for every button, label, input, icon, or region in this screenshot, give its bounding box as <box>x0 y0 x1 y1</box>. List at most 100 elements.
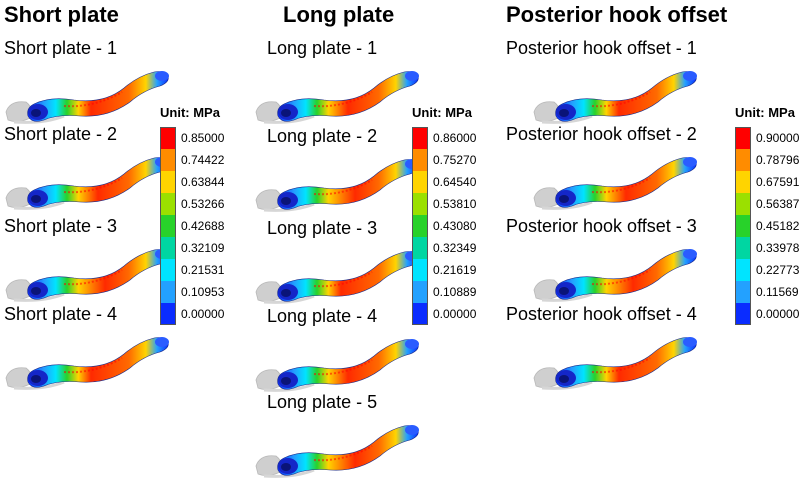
legend-swatch <box>412 303 428 325</box>
legend-tick-label: 0.63844 <box>181 175 225 189</box>
legend-tick-label: 0.21619 <box>433 263 477 277</box>
stress-highlight <box>591 91 651 108</box>
legend-swatch <box>412 237 428 259</box>
bone-end-cap-right <box>405 71 419 81</box>
legend-tick-label: 0.56387 <box>756 197 800 211</box>
bone-body <box>555 337 697 388</box>
panel-label: Long plate - 2 <box>267 126 378 146</box>
legend-tick-label: 0.32349 <box>433 241 477 255</box>
legend-swatch <box>735 171 751 193</box>
stress-bone-figure <box>5 71 169 124</box>
panel-label: Short plate - 3 <box>4 216 118 236</box>
stress-highlight <box>591 177 651 194</box>
legend-unit-label: Unit: MPa <box>412 105 472 120</box>
legend-tick-label: 0.45182 <box>756 219 800 233</box>
bone-body <box>277 159 419 210</box>
legend-tick-label: 0.00000 <box>181 307 225 321</box>
ground-shadow <box>541 114 593 124</box>
stress-bone-figure <box>255 339 419 392</box>
stress-highlight <box>63 269 123 286</box>
panel-short-plate-3: Short plate - 3 <box>4 216 179 302</box>
bone-body <box>277 425 419 476</box>
stress-bone-figure <box>255 71 419 124</box>
stress-bone-figure <box>533 249 697 302</box>
bone-end-cap-right <box>405 339 419 349</box>
panel-long-plate-2: Long plate - 2 <box>254 126 429 212</box>
bone-body <box>555 249 697 300</box>
bone-end-cap-left-inner <box>559 375 569 383</box>
panel-long-plate-4: Long plate - 4 <box>254 306 429 392</box>
ground-shadow <box>263 382 315 392</box>
ground-shadow <box>13 380 65 390</box>
legend-tick-label: 0.78796 <box>756 153 800 167</box>
panel-posterior-hook-offset-2: Posterior hook offset - 2 <box>506 124 721 210</box>
ground-shadow <box>541 292 593 302</box>
legend-swatch <box>735 259 751 281</box>
legend-tick-label: 0.43080 <box>433 219 477 233</box>
panel-posterior-hook-offset-4: Posterior hook offset - 4 <box>506 304 721 390</box>
bone-end-cap-left-inner <box>559 287 569 295</box>
bone-end-cap-left-inner <box>281 197 291 205</box>
panel-label: Posterior hook offset - 1 <box>506 38 697 58</box>
legend-swatch <box>735 303 751 325</box>
panel-long-plate-3: Long plate - 3 <box>254 218 429 304</box>
stress-highlight <box>63 91 123 108</box>
panel-label: Short plate - 1 <box>4 38 118 58</box>
bone-end-cap-left-inner <box>31 109 41 117</box>
panel-label: Long plate - 4 <box>267 306 378 326</box>
legend-swatch <box>160 303 176 325</box>
legend-tick-label: 0.10953 <box>181 285 225 299</box>
stress-highlight <box>313 445 373 462</box>
legend-tick-label: 0.85000 <box>181 131 225 145</box>
stress-bone-figure <box>255 159 419 212</box>
stress-bone-figure <box>5 337 169 390</box>
bone-end-cap-right <box>683 337 697 347</box>
bone-end-cap-left-inner <box>31 287 41 295</box>
stress-highlight <box>313 91 373 108</box>
panel-label: Short plate - 2 <box>4 124 118 144</box>
ground-shadow <box>13 292 65 302</box>
ground-shadow <box>13 114 65 124</box>
bone-end-cap-right <box>683 249 697 259</box>
legend-swatch <box>735 127 751 149</box>
panel-long-plate-1: Long plate - 1 <box>254 38 429 124</box>
legend-swatch <box>160 281 176 303</box>
stress-highlight <box>313 271 373 288</box>
panel-label: Long plate - 1 <box>267 38 378 58</box>
legend-swatch <box>412 259 428 281</box>
legend-swatch <box>412 171 428 193</box>
legend-swatch <box>412 193 428 215</box>
legend-tick-label: 0.75270 <box>433 153 477 167</box>
bone-end-cap-left-inner <box>31 375 41 383</box>
legend-tick-label: 0.00000 <box>756 307 800 321</box>
stress-bone-figure <box>533 71 697 124</box>
panel-long-plate-5: Long plate - 5 <box>254 392 429 478</box>
stress-bone-figure <box>5 157 169 210</box>
column-title-short-plate: Short plate <box>4 2 119 27</box>
bone-end-cap-right <box>155 71 169 81</box>
legend-swatch <box>735 193 751 215</box>
bone-body <box>277 251 419 302</box>
panel-label: Long plate - 5 <box>267 392 378 412</box>
bone-end-cap-left-inner <box>281 289 291 297</box>
bone-body <box>27 337 169 388</box>
legend-swatch <box>160 171 176 193</box>
legend-tick-label: 0.21531 <box>181 263 225 277</box>
panel-short-plate-2: Short plate - 2 <box>4 124 179 210</box>
bone-end-cap-left-inner <box>31 195 41 203</box>
bone-end-cap-right <box>405 425 419 435</box>
ground-shadow <box>541 200 593 210</box>
stress-bone-figure <box>533 157 697 210</box>
stress-bone-figure <box>255 425 419 478</box>
legend-swatch <box>735 281 751 303</box>
bone-end-cap-left-inner <box>281 109 291 117</box>
legend-tick-label: 0.64540 <box>433 175 477 189</box>
panel-label: Posterior hook offset - 3 <box>506 216 697 236</box>
panel-short-plate-1: Short plate - 1 <box>4 38 179 124</box>
stress-bone-figure <box>5 249 169 302</box>
stress-highlight <box>313 359 373 376</box>
legend-swatch <box>412 127 428 149</box>
bone-body <box>27 249 169 300</box>
